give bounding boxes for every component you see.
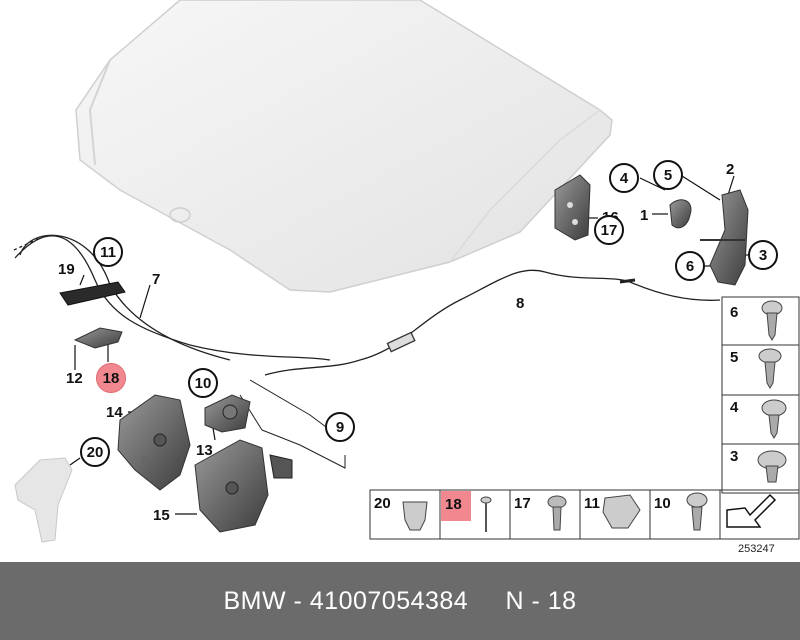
bracket-20 [14, 457, 73, 543]
footer-separator: - [286, 586, 310, 615]
strip-label-17: 17 [514, 495, 531, 512]
side-panel-label-3: 3 [730, 448, 739, 465]
arrow-icon [726, 493, 777, 528]
strip-label-20: 20 [374, 495, 391, 512]
footer-bar: BMW - 41007054384 N - 18 [0, 562, 800, 640]
side-panel-label-4: 4 [730, 399, 739, 416]
label-13: 13 [196, 442, 213, 459]
strip-label-18: 18 [445, 496, 462, 513]
callout-9: 9 [325, 412, 355, 442]
part-10 [204, 394, 251, 433]
callout-20: 20 [80, 437, 110, 467]
hinge-2 [700, 189, 749, 286]
label-2: 2 [726, 161, 735, 178]
label-7: 7 [152, 271, 161, 288]
hood-panel [75, 0, 613, 293]
cable-8 [264, 269, 721, 376]
hood-lock-15 [194, 439, 293, 533]
highlight-cell-18 [441, 491, 471, 521]
label-8: 8 [516, 295, 525, 312]
footer-position-prefix: N - [505, 586, 548, 615]
screw-6 [761, 300, 783, 341]
mat-19 [59, 281, 126, 306]
label-19: 19 [58, 261, 75, 278]
callout-5: 5 [653, 160, 683, 190]
callout-3: 3 [748, 240, 778, 270]
side-panel-label-5: 5 [730, 349, 739, 366]
leader-20 [69, 457, 81, 466]
callout-18-highlight: 18 [96, 363, 126, 393]
parts-diagram [13, 0, 800, 543]
bottom-strip-grid [369, 489, 800, 540]
footer-brand: BMW [223, 586, 287, 615]
screw-4 [761, 399, 787, 439]
rivet-10 [686, 492, 708, 531]
strip-label-11: 11 [584, 495, 600, 512]
callout-4: 4 [609, 163, 639, 193]
screw-3 [757, 450, 787, 483]
reference-number: 253247 [738, 543, 775, 555]
footer-gap [468, 587, 505, 616]
footer-part-number: 41007054384 [309, 586, 469, 615]
release-lever-12 [73, 327, 123, 349]
strip-label-10: 10 [654, 495, 671, 512]
pin-18 [480, 496, 492, 532]
label-14: 14 [106, 404, 123, 421]
label-12: 12 [66, 370, 83, 387]
part-1 [669, 199, 692, 229]
hinge-bracket-16 [554, 174, 591, 241]
callout-17: 17 [594, 215, 624, 245]
label-15: 15 [153, 507, 170, 524]
screw-17 [547, 495, 567, 531]
callout-6: 6 [675, 251, 705, 281]
clip-11 [602, 494, 641, 529]
hood-lock-14 [117, 394, 191, 491]
callout-10: 10 [188, 368, 218, 398]
screw-5 [758, 348, 782, 389]
clip-20 [402, 501, 428, 531]
side-panel-label-6: 6 [730, 304, 739, 321]
label-1: 1 [640, 207, 649, 224]
footer-position-number: 18 [547, 586, 577, 615]
side-panel-grid [721, 296, 800, 494]
callout-11: 11 [93, 237, 123, 267]
